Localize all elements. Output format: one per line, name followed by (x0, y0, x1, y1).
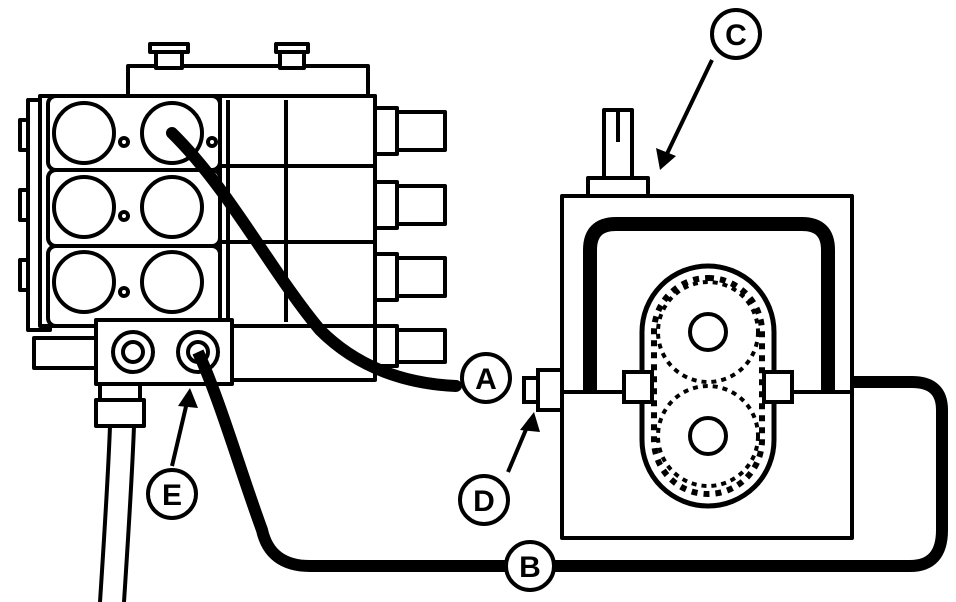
callout-a-label: A (475, 363, 497, 396)
callout-arrowheads (178, 148, 676, 432)
supply-hose (192, 349, 948, 572)
callout-c-label: C (725, 19, 747, 52)
callout-d-label: D (473, 485, 495, 518)
callout-e: E (146, 468, 198, 520)
pump-internal-passage (583, 217, 835, 392)
gear-housing (622, 263, 794, 509)
callout-b-label: B (519, 551, 541, 584)
control-valve-assembly (18, 42, 447, 428)
callout-a: A (460, 352, 512, 404)
callout-c: C (710, 8, 762, 60)
callout-e-label: E (162, 479, 182, 512)
pressure-hose (166, 127, 462, 392)
callout-b: B (504, 540, 556, 592)
callout-d: D (458, 474, 510, 526)
return-hose (98, 425, 136, 602)
pump-inlet-fitting (522, 368, 564, 412)
